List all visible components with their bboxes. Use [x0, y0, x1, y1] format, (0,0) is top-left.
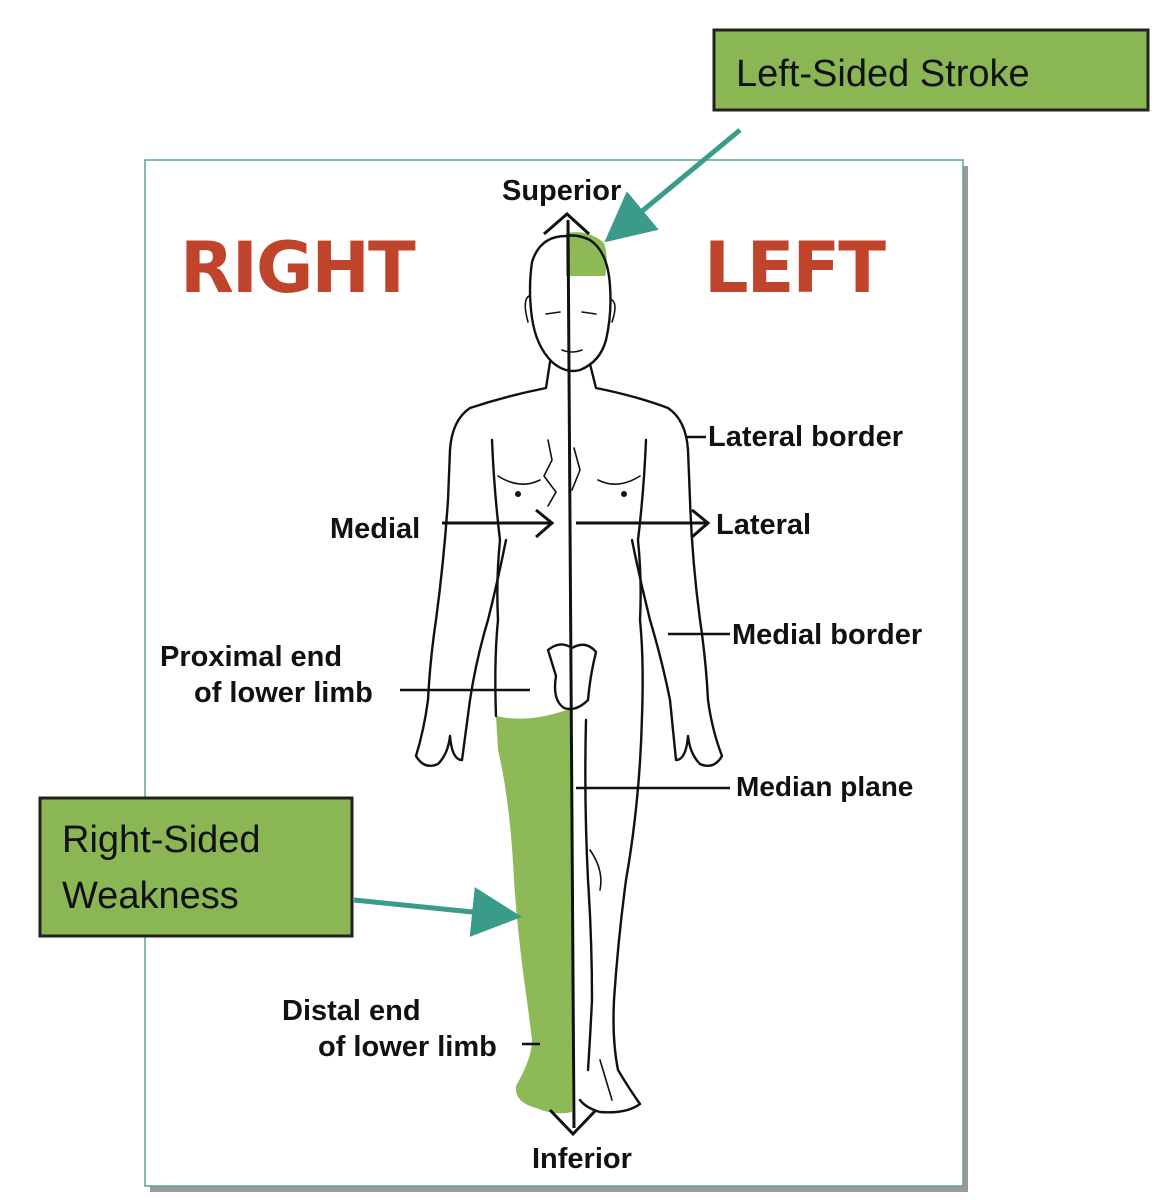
weakness-callout-text-2: Weakness — [62, 875, 239, 917]
weakness-callout-arrow — [353, 887, 522, 937]
right-side-label: RIGHT — [180, 227, 416, 309]
label-lateral-border: Lateral border — [708, 421, 903, 453]
label-medial: Medial — [330, 513, 420, 545]
stroke-callout-text: Left-Sided Stroke — [736, 53, 1030, 95]
label-distal-end-2: of lower limb — [318, 1031, 497, 1063]
label-superior: Superior — [502, 175, 621, 207]
median-axis — [543, 211, 598, 1137]
weakness-callout-text-1: Right-Sided — [62, 819, 261, 861]
label-inferior: Inferior — [532, 1143, 632, 1175]
medial-lateral-arrows — [442, 508, 711, 539]
brain-highlight — [566, 232, 607, 276]
stroke-callout-box: Left-Sided Stroke — [712, 28, 1150, 112]
label-distal-end-1: Distal end — [282, 995, 421, 1027]
body-outline — [414, 234, 724, 1114]
label-proximal-end-2: of lower limb — [194, 677, 373, 709]
label-proximal-end-1: Proximal end — [160, 641, 342, 673]
label-medial-border: Medial border — [732, 619, 922, 651]
leader-lines — [400, 435, 730, 1046]
weakness-callout-box: Right-Sided Weakness — [38, 796, 354, 938]
left-side-label: LEFT — [704, 227, 886, 309]
label-lateral: Lateral — [716, 509, 811, 541]
label-median-plane: Median plane — [736, 771, 913, 802]
right-leg-highlight — [496, 708, 572, 1114]
stroke-callout-arrow — [604, 128, 742, 243]
